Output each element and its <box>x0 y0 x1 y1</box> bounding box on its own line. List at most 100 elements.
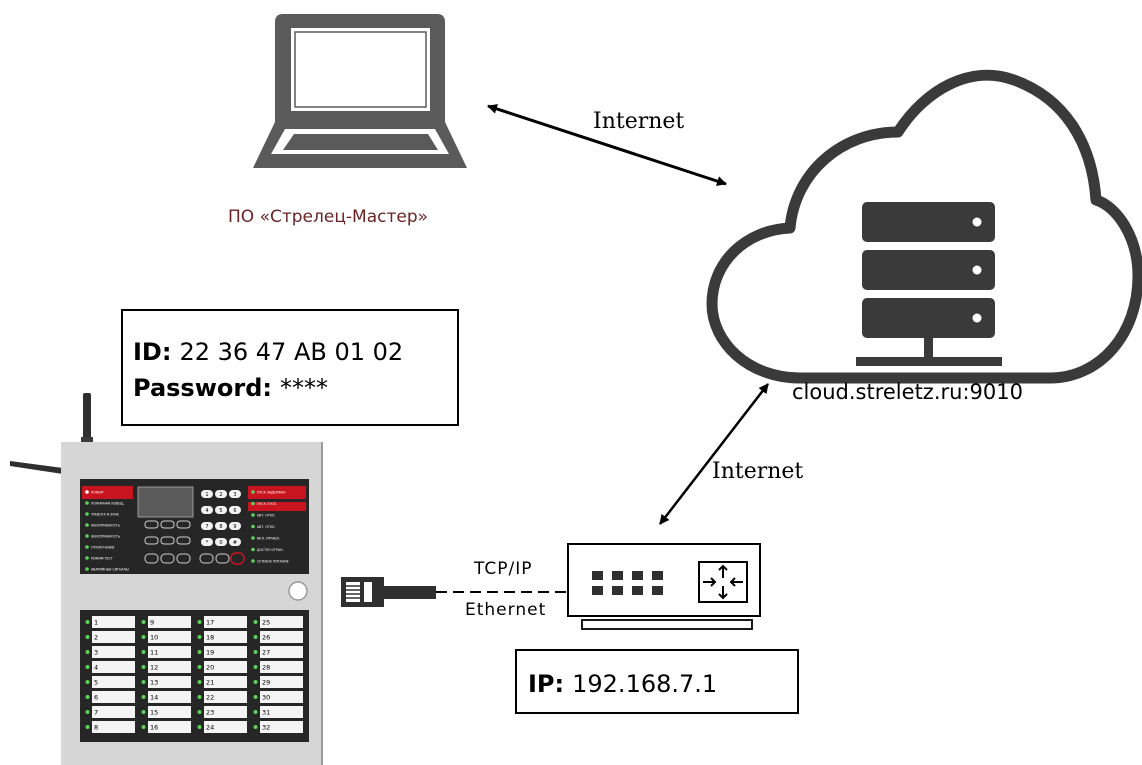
panel-led <box>251 559 255 563</box>
panel-indicator-label: НЕИСПРАВНОСТЬ <box>91 524 120 528</box>
id-label: ID: <box>133 338 171 366</box>
panel-indicator-label: РЕЖИМ ТЕСТ <box>91 557 113 561</box>
laptop-caption: ПО «Стрелец-Мастер» <box>228 207 428 227</box>
zone-led <box>197 680 202 684</box>
zone-cell <box>260 646 303 658</box>
zone-cell <box>260 721 303 733</box>
credentials-id-line: ID: 22 36 47 AB 01 02 <box>133 338 403 366</box>
zone-cell <box>148 631 191 643</box>
panel-key <box>229 490 241 498</box>
panel-key <box>201 506 213 514</box>
arrow-laptop-cloud <box>487 104 727 186</box>
zone-led <box>85 665 90 669</box>
zone-cell <box>148 706 191 718</box>
panel-indicator-label: ПУСК ЗАДЕРЖАН <box>257 491 286 495</box>
zone-cell <box>92 661 135 673</box>
zone-number: 30 <box>262 694 270 702</box>
zone-cell <box>204 691 247 703</box>
zone-number: 6 <box>94 694 98 702</box>
ip-line: IP:192.168.7.1 <box>528 670 717 698</box>
zone-number: 16 <box>150 724 158 732</box>
credentials-box <box>121 309 459 426</box>
zone-number: 31 <box>262 709 270 717</box>
ip-value: 192.168.7.1 <box>572 670 717 698</box>
panel-key-label: 1 <box>205 492 208 498</box>
zone-led <box>253 710 258 714</box>
tcpip-label: TCP/IP <box>473 559 533 579</box>
zone-cell <box>148 616 191 628</box>
panel-key-label: 2 <box>219 492 222 498</box>
zone-led <box>253 695 258 699</box>
panel-led <box>85 523 89 527</box>
panel-key-label: 0 <box>219 540 222 546</box>
zone-number: 5 <box>94 679 98 687</box>
zone-led <box>85 620 90 624</box>
zone-led <box>141 650 146 654</box>
zone-led <box>253 635 258 639</box>
zone-number: 28 <box>262 664 270 672</box>
zone-number: 17 <box>206 619 214 627</box>
zone-led <box>141 635 146 639</box>
zone-number: 4 <box>94 664 98 672</box>
zone-led <box>141 725 146 729</box>
panel-key <box>215 522 227 530</box>
zone-number: 11 <box>150 649 158 657</box>
panel-indicator-label: АВАРИЙНЫЕ СИГНАЛЫ <box>91 567 129 572</box>
zone-led <box>141 620 146 624</box>
credentials-password-line: Password:**** <box>133 374 328 402</box>
panel-indicator-label: СЕТЕВОЕ ПИТАНИЕ <box>257 560 289 564</box>
panel-indicator-label: ВКЛ. УПРАВЛ. <box>257 537 280 541</box>
cloud-address: cloud.streletz.ru:9010 <box>792 380 1023 404</box>
zone-cell <box>204 721 247 733</box>
panel-key-label: 3 <box>233 492 236 498</box>
ethernet-connector-icon <box>341 577 568 607</box>
ip-box <box>515 649 799 714</box>
zone-number: 13 <box>150 679 158 687</box>
panel-key <box>201 538 213 546</box>
panel-led <box>85 501 89 505</box>
zone-number: 22 <box>206 694 214 702</box>
zone-led <box>85 725 90 729</box>
zone-number: 10 <box>150 634 158 642</box>
zone-cell <box>92 631 135 643</box>
panel-key-label: 5 <box>219 508 222 514</box>
zone-led <box>141 680 146 684</box>
panel-led <box>85 545 89 549</box>
zone-cell <box>92 706 135 718</box>
arrow-router-cloud <box>659 383 769 525</box>
panel-led <box>251 536 255 540</box>
panel-key <box>215 538 227 546</box>
zone-cell <box>204 706 247 718</box>
panel-led <box>85 534 89 538</box>
panel-indicator-label: ПУСК ОТОЗ. <box>257 502 277 506</box>
zone-cell <box>260 616 303 628</box>
zone-number: 2 <box>94 634 98 642</box>
panel-led <box>251 513 255 517</box>
zone-number: 1 <box>94 619 98 627</box>
zone-cell <box>148 646 191 658</box>
zone-led <box>197 620 202 624</box>
panel-key <box>229 522 241 530</box>
id-value: 22 36 47 AB 01 02 <box>179 338 403 366</box>
zone-number: 26 <box>262 634 270 642</box>
panel-key-label: 6 <box>233 508 236 514</box>
zone-led <box>141 710 146 714</box>
zone-led <box>197 665 202 669</box>
router-icon <box>567 543 761 630</box>
zone-led <box>253 620 258 624</box>
zone-cell <box>148 661 191 673</box>
zone-number: 15 <box>150 709 158 717</box>
zone-led <box>85 695 90 699</box>
panel-key-label: 8 <box>219 524 222 530</box>
zone-led <box>141 695 146 699</box>
zone-cell <box>260 691 303 703</box>
panel-indicator-label: ДОСТУП ОГРАН. <box>257 548 284 552</box>
zone-cell <box>92 646 135 658</box>
zone-number: 8 <box>94 724 98 732</box>
panel-key <box>215 506 227 514</box>
server-icon <box>856 202 1002 366</box>
